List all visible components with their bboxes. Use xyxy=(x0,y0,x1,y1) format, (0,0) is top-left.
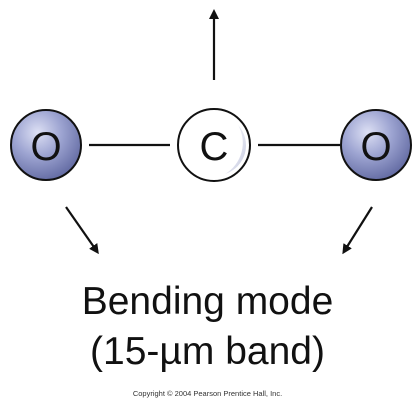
arrow-down-right xyxy=(342,206,373,255)
caption-subtitle: (15-µm band) xyxy=(90,330,325,373)
copyright-notice: Copyright © 2004 Pearson Prentice Hall, … xyxy=(132,389,283,398)
caption-title: Bending mode xyxy=(81,280,334,323)
oxygen-atom-right: O xyxy=(340,109,412,181)
carbon-atom: C xyxy=(177,108,251,182)
oxygen-label-left: O xyxy=(30,125,61,169)
oxygen-atom-left: O xyxy=(10,109,82,181)
oxygen-label-right: O xyxy=(360,125,391,169)
carbon-label: C xyxy=(200,125,229,169)
arrow-down-left xyxy=(65,206,99,255)
